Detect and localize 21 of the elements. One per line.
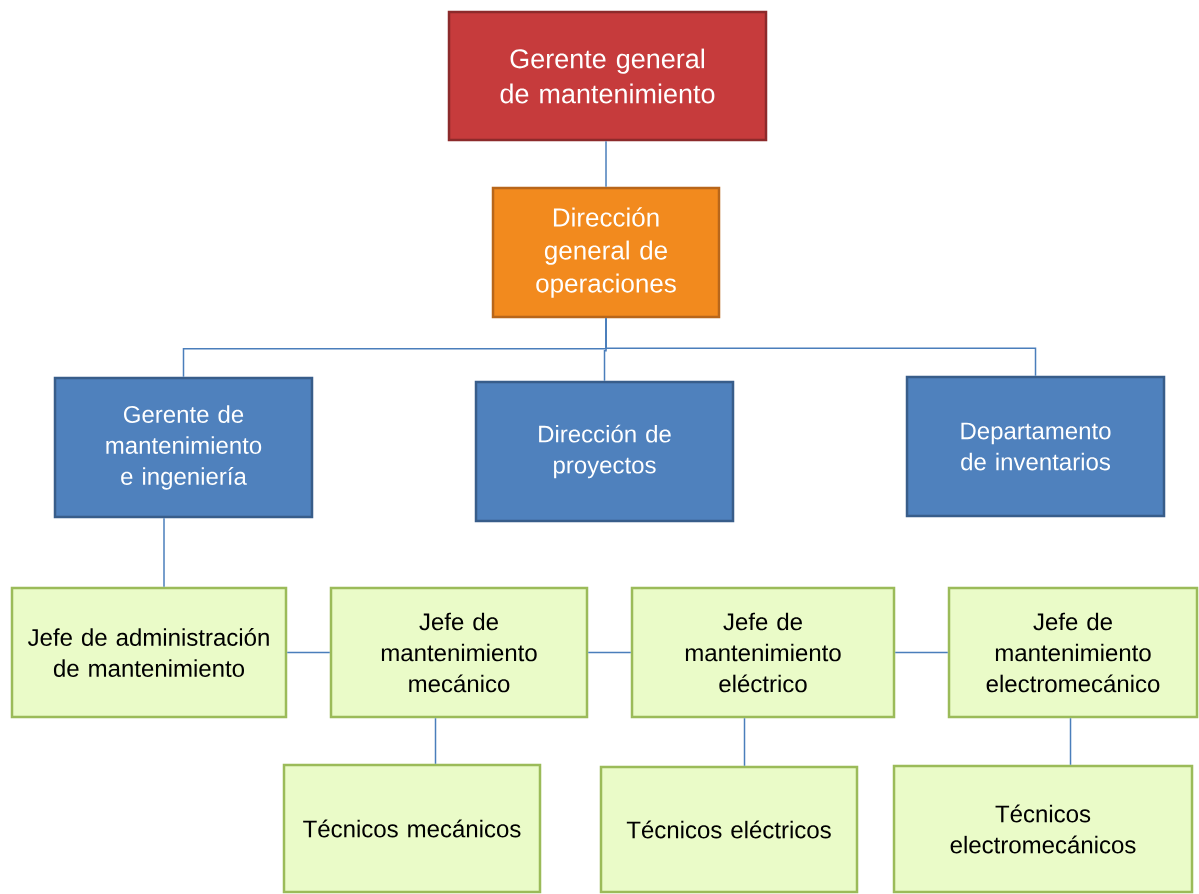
connector-line [434,717,437,765]
org-box: Gerente de mantenimiento e ingeniería [53,376,314,519]
org-box: Gerente general de mantenimiento [447,10,768,142]
org-box: Jefe de mantenimiento mecánico [329,586,589,719]
connector-line [605,140,607,188]
org-box: Técnicos eléctricos [599,765,859,894]
org-box: Técnicos electromecánicos [892,764,1194,894]
org-box: Técnicos mecánicos [282,763,542,894]
org-box: Dirección general de operaciones [491,186,721,319]
connector-line [894,651,949,654]
connector-line [163,517,165,588]
org-box: Jefe de administración de mantenimiento [10,586,288,719]
connector-line [743,717,746,767]
connector-line [605,317,1037,377]
connector-line [587,651,632,654]
org-box: Jefe de mantenimiento eléctrico [630,586,896,719]
connector-line [286,651,331,654]
org-box: Dirección de proyectos [474,380,735,523]
connector-line [1069,717,1072,766]
org-box: Jefe de mantenimiento electromecánico [947,586,1199,719]
org-box: Departamento de inventarios [905,375,1166,518]
